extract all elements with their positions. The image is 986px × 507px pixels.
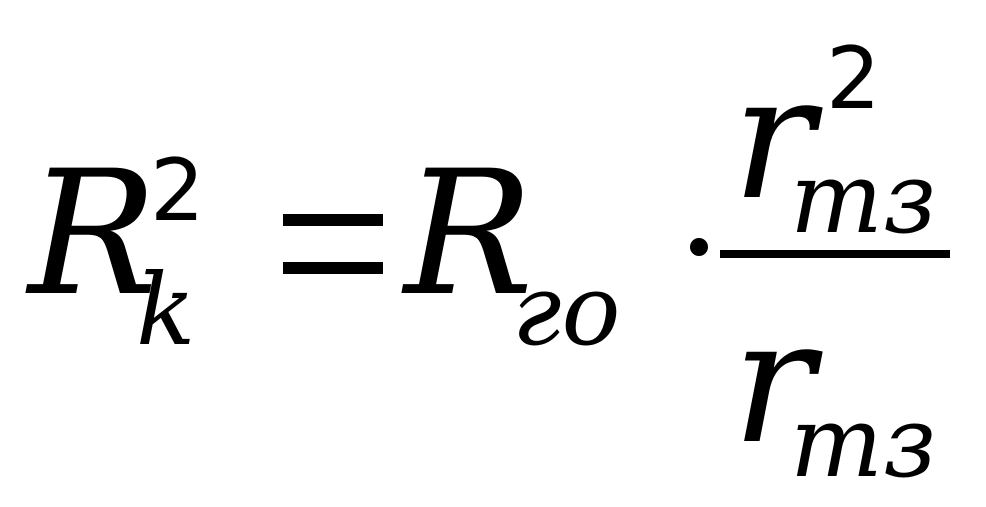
lhs-symbol: R bbox=[28, 133, 158, 334]
denominator-symbol: r bbox=[732, 281, 815, 482]
numerator-superscript: 2 bbox=[826, 29, 881, 129]
numerator-symbol: r bbox=[732, 37, 815, 238]
lhs-subscript: k bbox=[136, 254, 196, 368]
rhs-symbol: R bbox=[404, 133, 534, 334]
multiply-dot bbox=[690, 238, 708, 256]
lhs-superscript: 2 bbox=[150, 141, 205, 241]
rhs-subscript: го bbox=[512, 254, 621, 368]
fraction-bar bbox=[720, 250, 950, 258]
numerator-subscript: тз bbox=[790, 142, 937, 256]
equals-sign-bottom-bar bbox=[283, 262, 383, 274]
equals-sign-top-bar bbox=[283, 214, 383, 226]
denominator-subscript: тз bbox=[790, 386, 937, 500]
